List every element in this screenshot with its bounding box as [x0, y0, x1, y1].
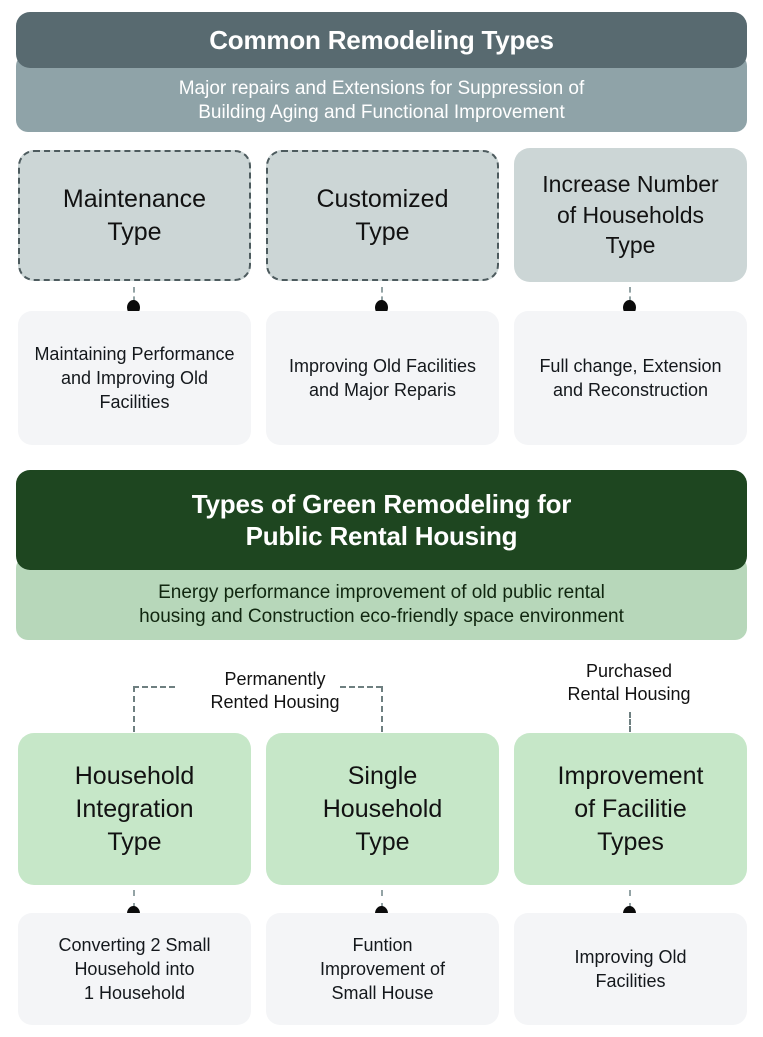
type-card-increase-households-line2: of Households — [556, 201, 705, 228]
type-card-facility-improvement-line3: Types — [597, 827, 664, 856]
bracket-leg-left — [133, 686, 135, 732]
type-card-household-integration[interactable]: Household Integration Type — [18, 733, 251, 885]
type-card-increase-households[interactable]: Increase Number of Households Type — [514, 148, 747, 282]
desc-card-maintenance: Maintaining Performance and Improving Ol… — [18, 311, 251, 445]
type-card-household-integration-line1: Household — [74, 761, 195, 790]
type-card-maintenance-line1: Maintenance — [62, 184, 207, 213]
type-card-facility-improvement-line2: of Facilitie — [574, 794, 687, 823]
type-card-single-household-line2: Household — [322, 794, 443, 823]
connector-line-purchased — [629, 712, 631, 732]
type-card-single-household-line1: Single — [347, 761, 418, 790]
type-card-customized-line1: Customized — [316, 184, 449, 213]
connector-line-2 — [381, 287, 383, 302]
section-green-remodeling: Types of Green Remodeling for Public Ren… — [16, 470, 747, 640]
type-card-household-integration-line3: Type — [107, 827, 162, 856]
section1-subtitle-line1: Major repairs and Extensions for Suppres… — [178, 77, 585, 99]
type-card-facility-improvement[interactable]: Improvement of Facilitie Types — [514, 733, 747, 885]
group-label-permanently-rented-line2: Rented Housing — [210, 691, 340, 712]
connector-line-4 — [133, 890, 135, 909]
desc-card-facility-improvement-line2: Facilities — [595, 971, 666, 991]
desc-card-household-integration: Converting 2 Small Household into 1 Hous… — [18, 913, 251, 1025]
section2-subtitle-line1: Energy performance improvement of old pu… — [158, 581, 605, 603]
desc-card-household-integration-line2: Household into — [74, 958, 195, 979]
desc-card-single-household-line2: Improvement of — [319, 958, 446, 979]
section1-subtitle-line2: Building Aging and Functional Improvemen… — [198, 102, 565, 123]
connector-line-6 — [629, 890, 631, 909]
desc-card-household-integration-line1: Converting 2 Small — [58, 934, 211, 955]
section2-title-line2: Public Rental Housing — [245, 521, 518, 551]
desc-card-increase-households: Full change, Extension and Reconstructio… — [514, 311, 747, 445]
desc-card-customized: Improving Old Facilities and Major Repar… — [266, 311, 499, 445]
section2-title-line1: Types of Green Remodeling for — [191, 488, 572, 519]
type-card-facility-improvement-line1: Improvement — [557, 761, 704, 790]
section1-title: Common Remodeling Types — [16, 12, 747, 68]
desc-card-single-household-line3: Small House — [331, 983, 434, 1004]
group-label-permanently-rented-line1: Permanently — [224, 669, 326, 689]
section-common-remodeling: Common Remodeling Types Major repairs an… — [16, 12, 747, 132]
connector-line-1 — [133, 287, 135, 302]
type-card-increase-households-line1: Increase Number — [542, 171, 719, 198]
group-label-permanently-rented: Permanently Rented Housing — [175, 668, 375, 713]
desc-card-facility-improvement: Improving Old Facilities — [514, 913, 747, 1025]
group-label-purchased-rental-line1: Purchased — [585, 661, 673, 681]
section2-title: Types of Green Remodeling for Public Ren… — [16, 470, 747, 570]
type-card-single-household[interactable]: Single Household Type — [266, 733, 499, 885]
type-card-maintenance-line2: Type — [107, 217, 162, 246]
bracket-leg-right — [381, 686, 383, 732]
group-label-purchased-rental: Purchased Rental Housing — [529, 660, 729, 705]
type-card-customized[interactable]: Customized Type — [266, 150, 499, 281]
desc-card-household-integration-line3: 1 Household — [83, 983, 186, 1004]
type-card-customized-line2: Type — [355, 217, 410, 246]
group-label-purchased-rental-line2: Rental Housing — [567, 683, 691, 704]
desc-card-facility-improvement-line1: Improving Old — [574, 946, 687, 967]
connector-line-3 — [629, 287, 631, 302]
connector-line-5 — [381, 890, 383, 909]
bracket-top-left — [133, 686, 175, 688]
type-card-household-integration-line2: Integration — [75, 794, 194, 823]
type-card-single-household-line3: Type — [355, 827, 410, 856]
section2-subtitle: Energy performance improvement of old pu… — [16, 556, 747, 640]
section2-subtitle-line2: housing and Construction eco-friendly sp… — [139, 606, 624, 627]
type-card-increase-households-line3: Type — [605, 232, 656, 259]
desc-card-single-household-line1: Funtion — [352, 934, 413, 955]
type-card-maintenance[interactable]: Maintenance Type — [18, 150, 251, 281]
desc-card-single-household: Funtion Improvement of Small House — [266, 913, 499, 1025]
bracket-top-right — [340, 686, 382, 688]
